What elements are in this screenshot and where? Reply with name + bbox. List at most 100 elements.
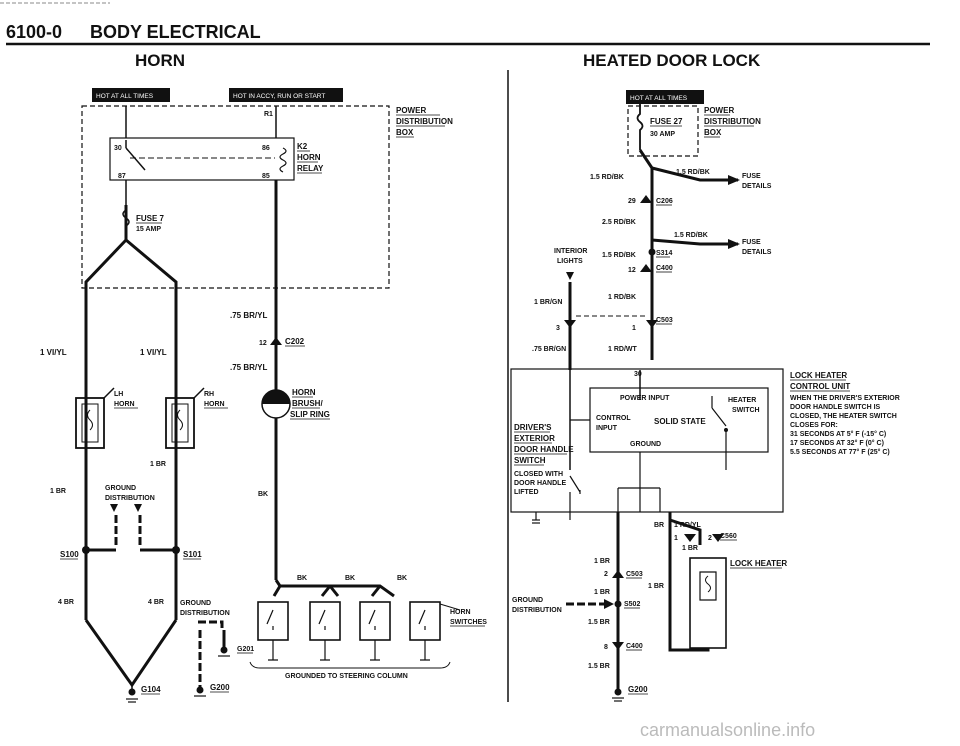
lock-heater-label: LOCK HEATER bbox=[730, 559, 787, 568]
heater-switch-2: SWITCH bbox=[732, 407, 760, 414]
fuse-27-symbol bbox=[636, 104, 644, 150]
interior-lights-1: INTERIOR bbox=[554, 248, 587, 255]
horn-switches-label-2: SWITCHES bbox=[450, 619, 487, 626]
relay-horn: HORN bbox=[297, 153, 321, 162]
fuse-27-amp: 30 AMP bbox=[650, 131, 675, 138]
lh-horn-symbol bbox=[75, 397, 105, 449]
horn-relay-box bbox=[109, 137, 295, 181]
pin-30-lock: 30 bbox=[634, 371, 642, 378]
horn-pd-3: BOX bbox=[396, 128, 414, 137]
lock-wire-1br-2: 1 BR bbox=[648, 583, 664, 590]
note-5: 31 SECONDS AT 5° F (-15° C) bbox=[790, 430, 886, 438]
c400b-pin: 8 bbox=[604, 644, 608, 651]
ground-dist-label-4: DISTRIBUTION bbox=[180, 610, 230, 617]
wire-bk-3: BK bbox=[397, 575, 407, 582]
fuse-7-amp: 15 AMP bbox=[136, 226, 161, 233]
pin-85: 85 bbox=[262, 173, 270, 180]
lock-pd-2: DISTRIBUTION bbox=[704, 117, 761, 126]
relay-k2: K2 bbox=[297, 142, 308, 151]
brush-label-1: HORN bbox=[292, 388, 316, 397]
fuse-27-label: FUSE 27 bbox=[650, 117, 683, 126]
r1-label: R1 bbox=[264, 111, 273, 118]
wire-bk-2: BK bbox=[345, 575, 355, 582]
splice-s502: S502 bbox=[624, 601, 640, 608]
driver-handle-1: DRIVER'S bbox=[514, 423, 552, 432]
driver-handle-7: LIFTED bbox=[514, 489, 539, 496]
power-input: POWER INPUT bbox=[620, 395, 670, 402]
wire-vi-yl-right: 1 VI/YL bbox=[140, 348, 167, 357]
heater-switch-1: HEATER bbox=[728, 397, 756, 404]
connector-c560: C560 bbox=[720, 533, 737, 540]
wire-75-br-yl-1: .75 BR/YL bbox=[230, 311, 267, 320]
fuse-details-2b: DETAILS bbox=[742, 249, 772, 256]
ground-g200: G200 bbox=[210, 683, 230, 692]
horn-switches bbox=[257, 601, 441, 661]
control-input-1: CONTROL bbox=[596, 415, 631, 422]
horn-switches-label-1: HORN bbox=[450, 609, 471, 616]
ground-dist-label-1: GROUND bbox=[105, 485, 136, 492]
fuse-7-label: FUSE 7 bbox=[136, 214, 165, 223]
horn-pd-1: POWER bbox=[396, 106, 426, 115]
lock-title: HEATED DOOR LOCK bbox=[583, 51, 761, 70]
driver-handle-2: EXTERIOR bbox=[514, 434, 555, 443]
control-input-2: INPUT bbox=[596, 425, 618, 432]
lock-pd-3: BOX bbox=[704, 128, 722, 137]
connector-c202: C202 bbox=[285, 337, 305, 346]
driver-handle-5: CLOSED WITH bbox=[514, 471, 563, 478]
splice-s314: S314 bbox=[656, 250, 672, 257]
ground-dist-label-3: GROUND bbox=[180, 600, 211, 607]
note-2: DOOR HANDLE SWITCH IS bbox=[790, 404, 881, 411]
fuse-details-1b: DETAILS bbox=[742, 183, 772, 190]
lh-horn-label-1: LH bbox=[114, 391, 123, 398]
lock-power-distribution-box bbox=[627, 105, 699, 157]
section-number: 6100-0 bbox=[6, 22, 62, 42]
c206-pin: 29 bbox=[628, 198, 636, 205]
relay-contact bbox=[125, 147, 146, 171]
lock-pd-1: POWER bbox=[704, 106, 734, 115]
horn-power-distribution-box bbox=[81, 105, 390, 289]
lock-wire-6: 1 BR/GN bbox=[534, 299, 562, 306]
lock-wire-1: 1.5 RD/BK bbox=[590, 174, 624, 181]
rh-horn-label-2: HORN bbox=[204, 401, 225, 408]
wire-1-br-b: 1 BR bbox=[50, 488, 66, 495]
driver-handle-3: DOOR HANDLE bbox=[514, 445, 574, 454]
fuse-7-symbol bbox=[122, 209, 130, 227]
connector-c400b: C400 bbox=[626, 643, 643, 650]
lock-wire-br: BR bbox=[654, 522, 664, 529]
ground-g201: G201 bbox=[237, 646, 254, 653]
ground-dist-label-2: DISTRIBUTION bbox=[105, 495, 155, 502]
lock-heater-control-unit bbox=[510, 368, 784, 513]
c400-pin: 12 bbox=[628, 267, 636, 274]
c503b-pin: 2 bbox=[604, 571, 608, 578]
c560-pin-right: 2 bbox=[708, 535, 712, 542]
wire-bk: BK bbox=[258, 491, 268, 498]
fuse-details-2a: FUSE bbox=[742, 239, 761, 246]
pin-87: 87 bbox=[118, 173, 126, 180]
c560-pin-left: 1 bbox=[674, 535, 678, 542]
wire-1-br-a: 1 BR bbox=[150, 461, 166, 468]
control-unit-label-1: LOCK HEATER bbox=[790, 371, 847, 380]
note-4: CLOSES FOR: bbox=[790, 422, 838, 429]
badge-hot-accy-text: HOT IN ACCY, RUN OR START bbox=[233, 93, 325, 100]
wire-vi-yl-left: 1 VI/YL bbox=[40, 348, 67, 357]
note-3: CLOSED, THE HEATER SWITCH bbox=[790, 413, 897, 420]
wire-75-br-yl-2: .75 BR/YL bbox=[230, 363, 267, 372]
lock-ground-dist-1: GROUND bbox=[512, 597, 543, 604]
connector-c206: C206 bbox=[656, 198, 673, 205]
note-6: 17 SECONDS AT 32° F (0° C) bbox=[790, 439, 884, 447]
splice-s101-dot bbox=[172, 546, 180, 554]
lock-ground-dist-2: DISTRIBUTION bbox=[512, 607, 562, 614]
lock-wire-9: 1 RD/WT bbox=[608, 346, 638, 353]
splice-s100: S100 bbox=[60, 550, 79, 559]
steering-column-label: GROUNDED TO STEERING COLUMN bbox=[285, 673, 408, 680]
lock-wire-8: .75 BR/GN bbox=[532, 346, 566, 353]
lock-badge bbox=[626, 90, 704, 104]
control-unit-label-2: CONTROL UNIT bbox=[790, 382, 850, 391]
rh-horn-symbol bbox=[165, 397, 195, 449]
fuse-details-1a: FUSE bbox=[742, 173, 761, 180]
brush-label-2: BRUSH/ bbox=[292, 399, 323, 408]
wire-bk-1: BK bbox=[297, 575, 307, 582]
relay-coil bbox=[279, 147, 287, 173]
lock-wire-1br-4: 1 BR bbox=[594, 589, 610, 596]
lock-wire-5: 1.5 RD/BK bbox=[602, 252, 636, 259]
